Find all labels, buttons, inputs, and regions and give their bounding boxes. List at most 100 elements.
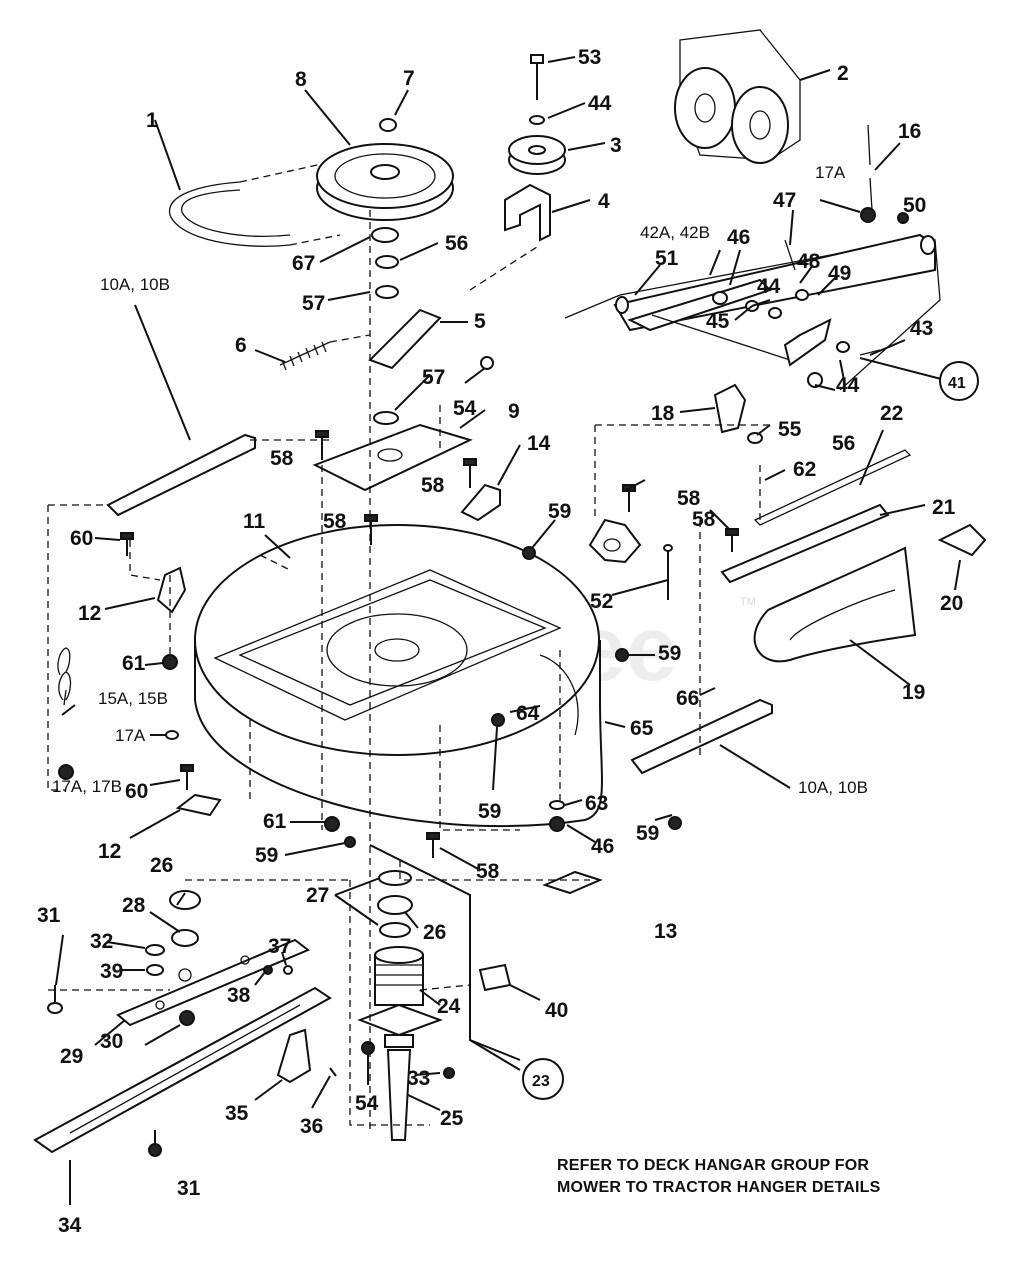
callout-label: 4 [598,190,610,213]
nut-54-lower [361,1041,375,1055]
callout-label: 55 [778,418,802,441]
callout-label: 58 [270,447,294,470]
callout-label: 50 [903,194,926,217]
callout-label: 9 [508,400,520,423]
spring-47 [784,239,796,271]
callout-label: 60 [125,780,148,803]
callout-label: 30 [100,1030,123,1053]
callout-label: 58 [476,860,500,883]
callout-label: 59 [658,642,681,665]
spindle-housing [357,946,443,1048]
grease-fitting-33 [443,1067,455,1079]
washer-17a-left [165,730,179,740]
callout-label: 8 [295,68,307,91]
washer-39 [146,964,164,976]
bracket-18 [713,383,747,434]
callout-label: 3 [610,134,622,157]
chain-nut [58,764,74,780]
callout-label: 49 [828,262,851,285]
callout-label: 13 [654,920,677,943]
callout-label: 54 [453,397,477,420]
callout-label: 35 [225,1102,249,1125]
pulley-washer-56 [375,255,399,269]
callout-label: 67 [292,252,315,275]
callout-label: 66 [676,687,699,710]
callout-label: 10A, 10B [798,778,868,797]
decal-13 [542,870,603,895]
callout-label: 10A, 10B [100,275,170,294]
bolt-36 [329,1067,337,1077]
assembly-circle-41 [939,361,979,401]
belt-guard [753,546,917,663]
callout-label: 44 [757,275,781,298]
callout-label: 25 [440,1107,464,1130]
nut-59-lower [344,836,356,848]
callout-label: 38 [227,984,251,1007]
callout-label: 23 [532,1073,550,1090]
deck-bracket-14 [460,483,501,522]
callout-label: 32 [90,930,113,953]
bearing-26-upper-spindle [377,895,413,915]
callout-label: 17A [815,163,846,182]
reference-note: REFER TO DECK HANGAR GROUP FOR MOWER TO … [557,1155,997,1199]
callout-label: 40 [545,999,568,1022]
callout-label: 61 [122,652,146,675]
hanger-assembly [564,233,941,391]
nut-54 [480,356,494,370]
adjustment-rod-16 [867,124,873,211]
callout-label: 48 [797,250,821,273]
callout-label: 45 [706,310,730,333]
callout-label: 12 [78,602,101,625]
callout-label: 44 [836,374,860,397]
callout-label: 58 [323,510,347,533]
callout-label: 57 [422,366,445,389]
nut-59-right [615,648,629,662]
nut-59-bar [668,816,682,830]
callout-label: 33 [407,1067,430,1090]
callout-label: 64 [516,702,540,725]
callout-label: 22 [880,402,903,425]
leader-arrows [55,56,961,1205]
callout-label: 60 [70,527,93,550]
bolt-55 [747,432,763,444]
snap-ring-27 [378,870,412,886]
callout-label: 11 [243,510,266,533]
nut-17a-top [860,207,876,223]
mower-deck-housing [194,524,603,827]
idler-bracket [504,183,551,242]
reference-note-line-2: MOWER TO TRACTOR HANGER DETAILS [557,1179,881,1196]
top-plate [312,423,473,492]
callout-label: 41 [948,375,966,392]
callout-label: 56 [445,232,468,255]
callout-label: 17A [115,726,146,745]
callout-label: 39 [100,960,123,983]
callout-label: 36 [300,1115,323,1138]
extension-spring [279,341,331,371]
spring-guide [329,334,371,343]
spacer-28 [171,929,199,947]
callout-label: 52 [590,590,613,613]
bolts-58 [120,430,739,858]
belt-guide-line-2 [289,234,341,246]
callout-label: 27 [306,884,329,907]
retaining-ring-57 [375,285,399,299]
idler-pulley [508,54,566,175]
callout-label: 46 [727,226,750,249]
callout-labels: 1 2 3 4 5 6 7 8 9 10A, 10B 10A, 10B 11 1… [37,46,966,1237]
callout-label: 63 [585,792,608,815]
callout-label: 12 [98,840,121,863]
lift-chain [57,647,72,706]
callout-label: 59 [478,800,501,823]
assembly-reference-lines [47,210,770,1130]
nut-61-upper [162,654,178,670]
hinge-bracket [588,518,642,564]
callout-label: 28 [122,894,146,917]
assembly-circle-23 [522,1058,564,1100]
callout-label: 14 [527,432,551,455]
callout-label: 58 [677,487,701,510]
nut-30 [179,1010,195,1026]
callout-label: 59 [636,822,659,845]
baffle-angle-left [106,433,256,517]
